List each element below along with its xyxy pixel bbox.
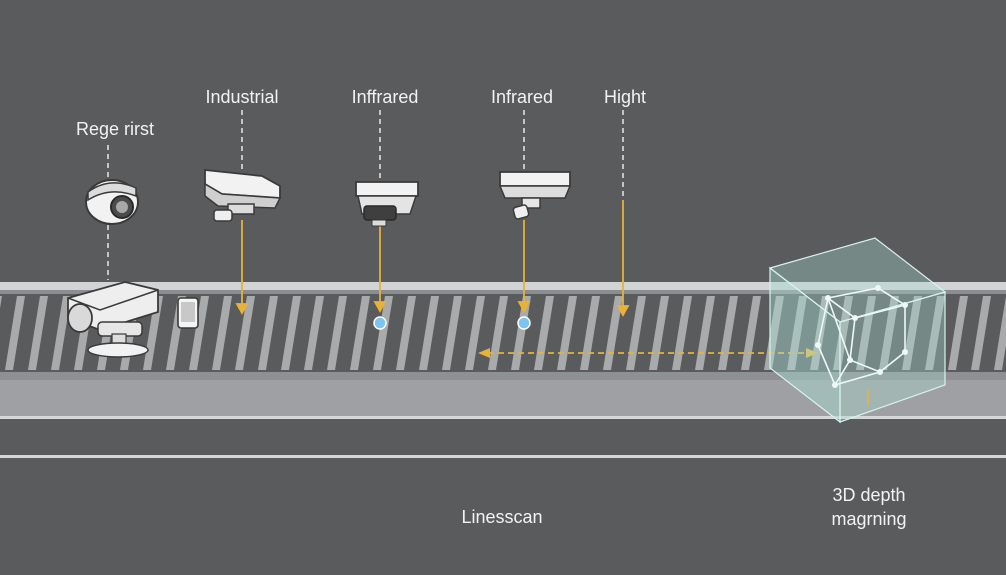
belt-stripe <box>626 296 646 370</box>
label-rege-rirst: Rege rirst <box>75 119 155 139</box>
depth-sensor-icon <box>768 237 947 424</box>
belt-stripe <box>189 296 209 370</box>
belt-stripe <box>603 296 623 370</box>
belt-stripe <box>396 296 416 370</box>
belt-stripe <box>925 296 945 370</box>
lower-rail <box>0 380 1006 416</box>
belt-stripe <box>787 296 807 370</box>
arrow-hight-head <box>616 305 630 317</box>
belt-stripe <box>373 296 393 370</box>
belt-stripe <box>718 296 738 370</box>
belt-stripe <box>741 296 761 370</box>
large-box-camera-icon <box>67 281 159 358</box>
belt-stripe <box>327 296 347 370</box>
belt-stripe <box>281 296 301 370</box>
belt-stripe <box>212 296 232 370</box>
lower-rail-edge <box>0 372 1006 380</box>
belt-stripe <box>511 296 531 370</box>
belt-stripe <box>0 296 2 309</box>
label-3d-depth: 3D depth magrning <box>831 483 906 531</box>
belt-stripe <box>971 296 991 370</box>
upper-rail <box>0 282 1006 290</box>
label-inffrared: Inffrared <box>351 87 419 107</box>
bullet-camera-icon <box>498 171 572 220</box>
upper-rail-shadow <box>0 290 1006 294</box>
belt-stripe <box>948 296 968 370</box>
box-camera-icon <box>204 169 282 222</box>
arrow-inffrared-head <box>373 301 387 313</box>
label-3d-depth-line2: magrning <box>831 509 907 529</box>
smartphone-icon <box>177 297 199 329</box>
label-hight: Hight <box>603 87 647 107</box>
floor-line <box>0 455 1006 458</box>
belt-stripe <box>235 296 255 370</box>
label-3d-depth-line1: 3D depth <box>832 485 906 505</box>
belt-stripe <box>534 296 554 370</box>
belt-stripe <box>672 296 692 370</box>
belt-stripe <box>5 296 25 370</box>
label-infrared: Infrared <box>490 87 554 107</box>
belt-stripe <box>28 296 48 370</box>
linescan-measure-arrow <box>478 348 818 358</box>
belt-stripe <box>557 296 577 370</box>
belt-stripe <box>442 296 462 370</box>
belt-stripe <box>695 296 715 370</box>
arrow-infrared-head <box>517 301 531 313</box>
label-linescan: Linesscan <box>461 507 543 527</box>
belt-stripe <box>465 296 485 370</box>
belt-stripe <box>994 296 1006 370</box>
belt-stripe <box>580 296 600 370</box>
belt-stripe <box>304 296 324 370</box>
indicator-dot-infrared <box>517 316 531 330</box>
label-industrial: Industrial <box>205 87 279 107</box>
belt-stripe <box>649 296 669 370</box>
belt-stripe <box>51 296 71 370</box>
belt-stripe <box>258 296 278 370</box>
infrared-camera-icon <box>355 181 419 227</box>
belt-stripe <box>833 296 853 370</box>
indicator-dot-inffrared <box>373 316 387 330</box>
belt-stripe <box>879 296 899 370</box>
lower-rail-highlight <box>0 416 1006 419</box>
arrow-industrial-head <box>235 303 249 315</box>
belt-stripe <box>419 296 439 370</box>
dome-camera-icon <box>85 179 139 225</box>
belt-stripe <box>350 296 370 370</box>
belt-stripe <box>764 296 784 370</box>
belt-stripe <box>488 296 508 370</box>
